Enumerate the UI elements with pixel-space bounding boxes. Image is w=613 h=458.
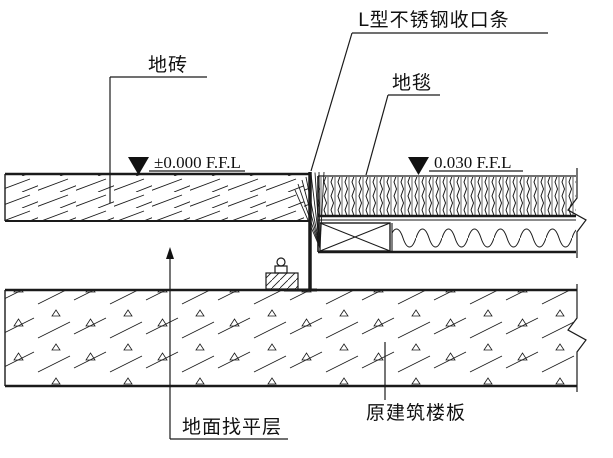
callout-strip: L型不锈钢收口条 (310, 9, 548, 172)
arrow-up-icon (166, 247, 174, 259)
strip-label: L型不锈钢收口条 (358, 9, 510, 31)
level-marker-right: 0.030 F.F.L (408, 153, 523, 175)
break-line-right (567, 168, 587, 392)
callout-slab: 原建筑楼板 (366, 342, 466, 424)
level-left-text: ±0.000 F.F.L (154, 153, 241, 172)
carpet-label: 地毯 (392, 72, 432, 94)
tile-label: 地砖 (148, 54, 188, 76)
carpet-layer (317, 175, 576, 254)
tile-layer (4, 172, 309, 222)
callout-tile: 地砖 (109, 54, 207, 203)
level-triangle-icon (408, 157, 429, 175)
screed-label: 地面找平层 (182, 416, 282, 438)
level-triangle-icon (128, 157, 149, 175)
anchor-fixing (265, 257, 299, 290)
callout-carpet: 地毯 (365, 72, 440, 176)
level-right-text: 0.030 F.F.L (434, 153, 512, 172)
slab-label: 原建筑楼板 (366, 402, 466, 424)
slab-layer (4, 288, 577, 388)
carpet-underlay (392, 223, 576, 251)
callout-screed: 地面找平层 (166, 247, 288, 440)
level-marker-left: ±0.000 F.F.L (128, 153, 245, 175)
